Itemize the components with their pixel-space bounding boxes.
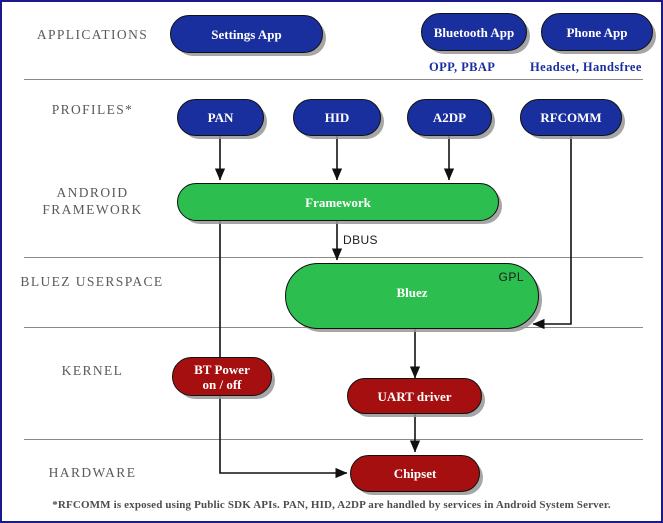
node-framework-label: Framework — [305, 194, 371, 210]
node-chipset[interactable]: Chipset — [350, 455, 480, 492]
node-bluez-license-tag: GPL — [498, 270, 524, 284]
node-bluez[interactable]: GPL Bluez — [285, 263, 539, 329]
layer-label-bluez-userspace: BLUEZ USERSPACE — [20, 274, 164, 289]
node-phone-app[interactable]: Phone App — [541, 13, 653, 51]
layer-label-profiles: PROFILES* — [51, 102, 134, 117]
node-pan-label: PAN — [207, 110, 234, 125]
node-a2dp-label: A2DP — [432, 110, 467, 125]
node-bluez-label: Bluez — [396, 284, 428, 300]
node-rfcomm[interactable]: RFCOMM — [520, 99, 622, 136]
node-uart-driver-label: UART driver — [377, 388, 452, 404]
node-framework[interactable]: Framework — [177, 183, 499, 221]
node-chipset-label: Chipset — [393, 466, 437, 481]
node-a2dp[interactable]: A2DP — [407, 99, 492, 136]
divider-applications-profiles — [24, 79, 643, 80]
node-uart-driver[interactable]: UART driver — [347, 378, 482, 414]
layer-label-applications: APPLICATIONS — [36, 27, 149, 42]
layer-label-kernel: KERNEL — [61, 363, 124, 378]
node-settings-app-label: Settings App — [211, 26, 282, 42]
footnote: *RFCOMM is exposed using Public SDK APIs… — [52, 499, 611, 511]
wire-label-dbus: DBUS — [343, 233, 378, 247]
node-hid[interactable]: HID — [293, 99, 381, 136]
layer-label-hardware: HARDWARE — [48, 465, 137, 480]
node-bluetooth-app[interactable]: Bluetooth App — [421, 13, 527, 51]
divider-framework-bluez — [24, 257, 643, 258]
node-bt-power-label: BT Power on / off — [194, 361, 250, 392]
node-phone-app-label: Phone App — [566, 24, 628, 40]
node-settings-app[interactable]: Settings App — [170, 15, 323, 53]
node-rfcomm-label: RFCOMM — [540, 110, 602, 125]
node-bluetooth-app-label: Bluetooth App — [433, 24, 515, 40]
node-pan[interactable]: PAN — [177, 99, 264, 136]
layer-label-android-framework: ANDROID FRAMEWORK — [42, 185, 143, 217]
annotation-phone-app-profiles: Headset, Handsfree — [530, 60, 642, 74]
divider-kernel-hardware — [24, 439, 643, 440]
node-hid-label: HID — [324, 110, 350, 125]
annotation-bluetooth-app-profiles: OPP, PBAP — [429, 60, 496, 74]
node-bt-power[interactable]: BT Power on / off — [172, 357, 272, 396]
